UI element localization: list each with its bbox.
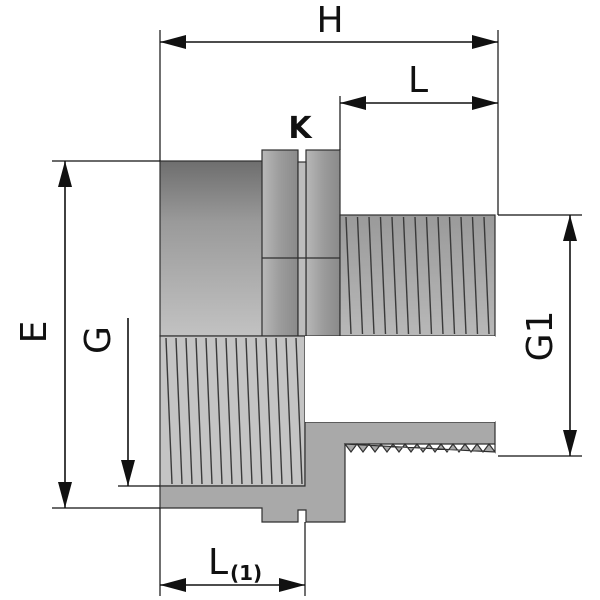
e-arrow-top [58,161,72,187]
label-l1: L [208,542,228,583]
label-l1-sub: (1) [230,561,262,585]
g1-arrow-bottom [563,430,577,456]
hex-collar-right [305,149,341,337]
female-thread-line [245,337,253,485]
label-g: G [78,326,119,354]
h-arrow-right [472,35,498,49]
label-e: E [14,321,55,344]
male-thread-line [437,216,444,335]
female-thread-line [225,337,233,485]
female-thread-line [195,337,203,485]
hex-collar-left [261,149,299,337]
male-thread-lines-upper [345,216,490,335]
male-thread-line [448,216,456,335]
female-thread-line [175,337,183,485]
male-thread-line [345,216,352,335]
female-thread-lines [165,337,303,485]
h-arrow-left [160,35,186,49]
male-thread-line [483,216,490,335]
groove-k [297,161,307,337]
l1-arrow-right [279,578,305,592]
female-thread-line [255,337,263,485]
male-thread-line [391,216,398,335]
female-thread-line [215,337,223,485]
male-thread-line [368,216,375,335]
female-thread-line [165,337,173,485]
female-thread-line [235,337,243,485]
e-arrow-bottom [58,482,72,508]
female-thread-line [285,337,293,485]
label-h: H [316,0,343,41]
l-arrow-left [340,96,366,110]
female-thread-line [205,337,213,485]
g-arrow-bottom [121,460,135,486]
label-k: K [288,111,313,146]
l1-arrow-left [160,578,186,592]
label-l: L [408,60,428,101]
male-thread-line [471,216,479,335]
male-thread-line [379,216,387,335]
g1-arrow-top [563,215,577,241]
female-thread-line [295,337,303,485]
male-thread-teeth-lower [343,443,496,454]
socket-body [159,160,265,337]
male-thread-line [425,216,433,335]
male-thread-line [356,216,364,335]
female-thread-line [265,337,273,485]
female-thread-line [185,337,193,485]
inner-bore [305,336,495,422]
female-thread-line [275,337,283,485]
male-thread-line [414,216,421,335]
male-thread-line [402,216,410,335]
l-arrow-right [472,96,498,110]
label-g1: G1 [520,311,561,362]
male-thread-line [460,216,467,335]
